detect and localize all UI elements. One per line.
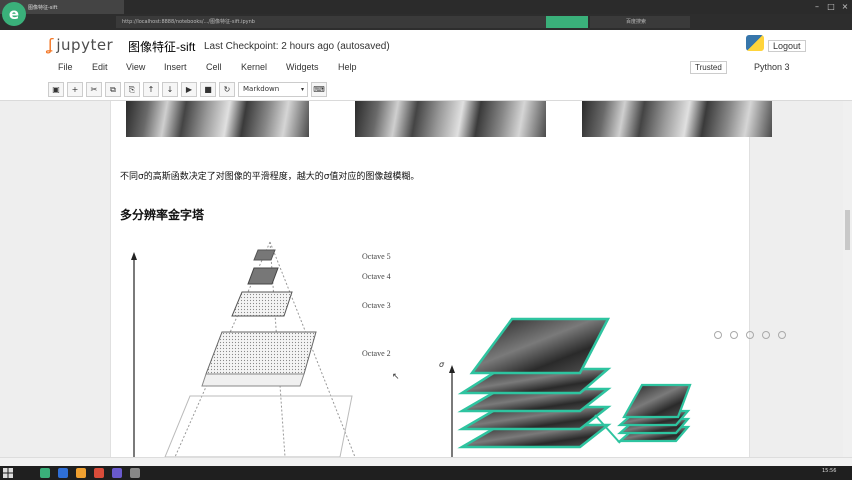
- menu-file[interactable]: File: [58, 62, 73, 72]
- minimize-icon[interactable]: –: [815, 2, 819, 11]
- menu-view[interactable]: View: [126, 62, 146, 72]
- mouse-cursor-icon: ↖: [392, 372, 400, 382]
- keyboard-icon[interactable]: ⌨: [311, 82, 327, 97]
- move-down-icon[interactable]: ↓: [162, 82, 178, 97]
- browser-logo-icon[interactable]: e: [2, 2, 26, 26]
- cell-tool-3-icon[interactable]: [746, 331, 754, 339]
- octave-4-layer: [247, 267, 279, 285]
- stack-connector: [594, 414, 621, 444]
- menu-widgets[interactable]: Widgets: [286, 62, 319, 72]
- markdown-caption: 不同σ的高斯函数决定了对图像的平滑程度，越大的σ值对应的图像越模糊。: [120, 172, 420, 182]
- pyramid-diagram: [131, 241, 356, 457]
- browser-titlebar: 图像特征-sift – □ ×: [0, 0, 852, 14]
- octave-5-layer: [253, 249, 276, 261]
- windows-taskbar: [0, 466, 852, 480]
- menu-edit[interactable]: Edit: [92, 62, 108, 72]
- trusted-indicator[interactable]: Trusted: [690, 61, 727, 74]
- menu-kernel[interactable]: Kernel: [241, 62, 268, 72]
- close-icon[interactable]: ×: [841, 2, 849, 11]
- gaussian-stack-diagram: [449, 317, 692, 457]
- octave-4-label: Octave 4: [362, 272, 391, 281]
- add-cell-icon[interactable]: +: [67, 82, 83, 97]
- cell-tool-5-icon[interactable]: [778, 331, 786, 339]
- copy-icon[interactable]: ⧉: [105, 82, 121, 97]
- paste-icon[interactable]: ⎘: [124, 82, 140, 97]
- scrollbar[interactable]: [843, 101, 852, 457]
- gaussian-image-3: [582, 101, 772, 137]
- browser-tab[interactable]: 图像特征-sift: [0, 0, 124, 14]
- large-stack: [457, 317, 612, 449]
- sigma-label: σ: [439, 360, 445, 369]
- tab-title: 图像特征-sift: [28, 4, 58, 11]
- app-taskbar-icon-3[interactable]: [94, 468, 104, 478]
- jupyter-logo-icon: ʆ: [48, 35, 54, 54]
- gaussian-image-1: [126, 101, 309, 137]
- cell-tool-1-icon[interactable]: [714, 331, 722, 339]
- jupyter-header: [0, 30, 852, 80]
- small-stack: [617, 383, 692, 443]
- sigma-axis-arrow-icon: [449, 365, 455, 373]
- maximize-icon[interactable]: □: [827, 2, 835, 11]
- kernel-indicator: Python 3: [754, 62, 790, 72]
- search-input[interactable]: 百度搜索: [590, 16, 690, 28]
- octave-1-edge: [201, 373, 305, 387]
- checkpoint-status: Last Checkpoint: 2 hours ago (autosaved): [204, 41, 390, 52]
- cut-icon[interactable]: ✂: [86, 82, 102, 97]
- logout-button[interactable]: Logout: [768, 40, 806, 52]
- python-logo-icon: [746, 35, 764, 51]
- chevron-down-icon: ▾: [300, 86, 304, 93]
- cell-tools: [714, 331, 786, 339]
- base-layer: [164, 395, 353, 457]
- jupyter-logo[interactable]: ʆ jupyter: [48, 36, 113, 54]
- save-icon[interactable]: ▣: [48, 82, 64, 97]
- app-taskbar-icon-1[interactable]: [58, 468, 68, 478]
- octave-2-layer: [205, 331, 317, 375]
- gaussian-image-2: [355, 101, 546, 137]
- menu-cell[interactable]: Cell: [206, 62, 222, 72]
- app-taskbar-icon-5[interactable]: [130, 468, 140, 478]
- restart-icon[interactable]: ↻: [219, 82, 235, 97]
- browser-taskbar-icon[interactable]: [40, 468, 50, 478]
- notebook-toolbar: ▣ + ✂ ⧉ ⎘ ↑ ↓ ▶ ■ ↻ Markdown ▾ ⌨: [48, 82, 327, 98]
- jupyter-logo-text: jupyter: [56, 36, 114, 54]
- header-divider: [0, 100, 852, 101]
- scrollbar-thumb[interactable]: [845, 210, 850, 250]
- browser-status-bar: [0, 457, 852, 466]
- start-icon[interactable]: [2, 467, 14, 479]
- cell-tool-2-icon[interactable]: [730, 331, 738, 339]
- move-up-icon[interactable]: ↑: [143, 82, 159, 97]
- cell-type-value: Markdown: [243, 85, 280, 93]
- notebook-title[interactable]: 图像特征-sift: [128, 40, 196, 54]
- cell-type-select[interactable]: Markdown ▾: [238, 82, 308, 97]
- app-taskbar-icon-4[interactable]: [112, 468, 122, 478]
- stop-icon[interactable]: ■: [200, 82, 216, 97]
- taskbar-clock: 15:56: [822, 468, 837, 474]
- section-heading: 多分辨率金字塔: [120, 208, 205, 222]
- menu-help[interactable]: Help: [338, 62, 357, 72]
- octave-2-label: Octave 2: [362, 349, 391, 358]
- app-taskbar-icon-2[interactable]: [76, 468, 86, 478]
- go-button[interactable]: [546, 16, 588, 28]
- run-icon[interactable]: ▶: [181, 82, 197, 97]
- octave-3-label: Octave 3: [362, 301, 391, 310]
- address-bar[interactable]: http://localhost:8888/notebooks/.../图像特征…: [116, 16, 546, 28]
- cell-tool-4-icon[interactable]: [762, 331, 770, 339]
- octave-3-layer: [231, 291, 293, 317]
- octave-5-label: Octave 5: [362, 252, 391, 261]
- axis-arrow-icon: [131, 252, 137, 260]
- menu-insert[interactable]: Insert: [164, 62, 187, 72]
